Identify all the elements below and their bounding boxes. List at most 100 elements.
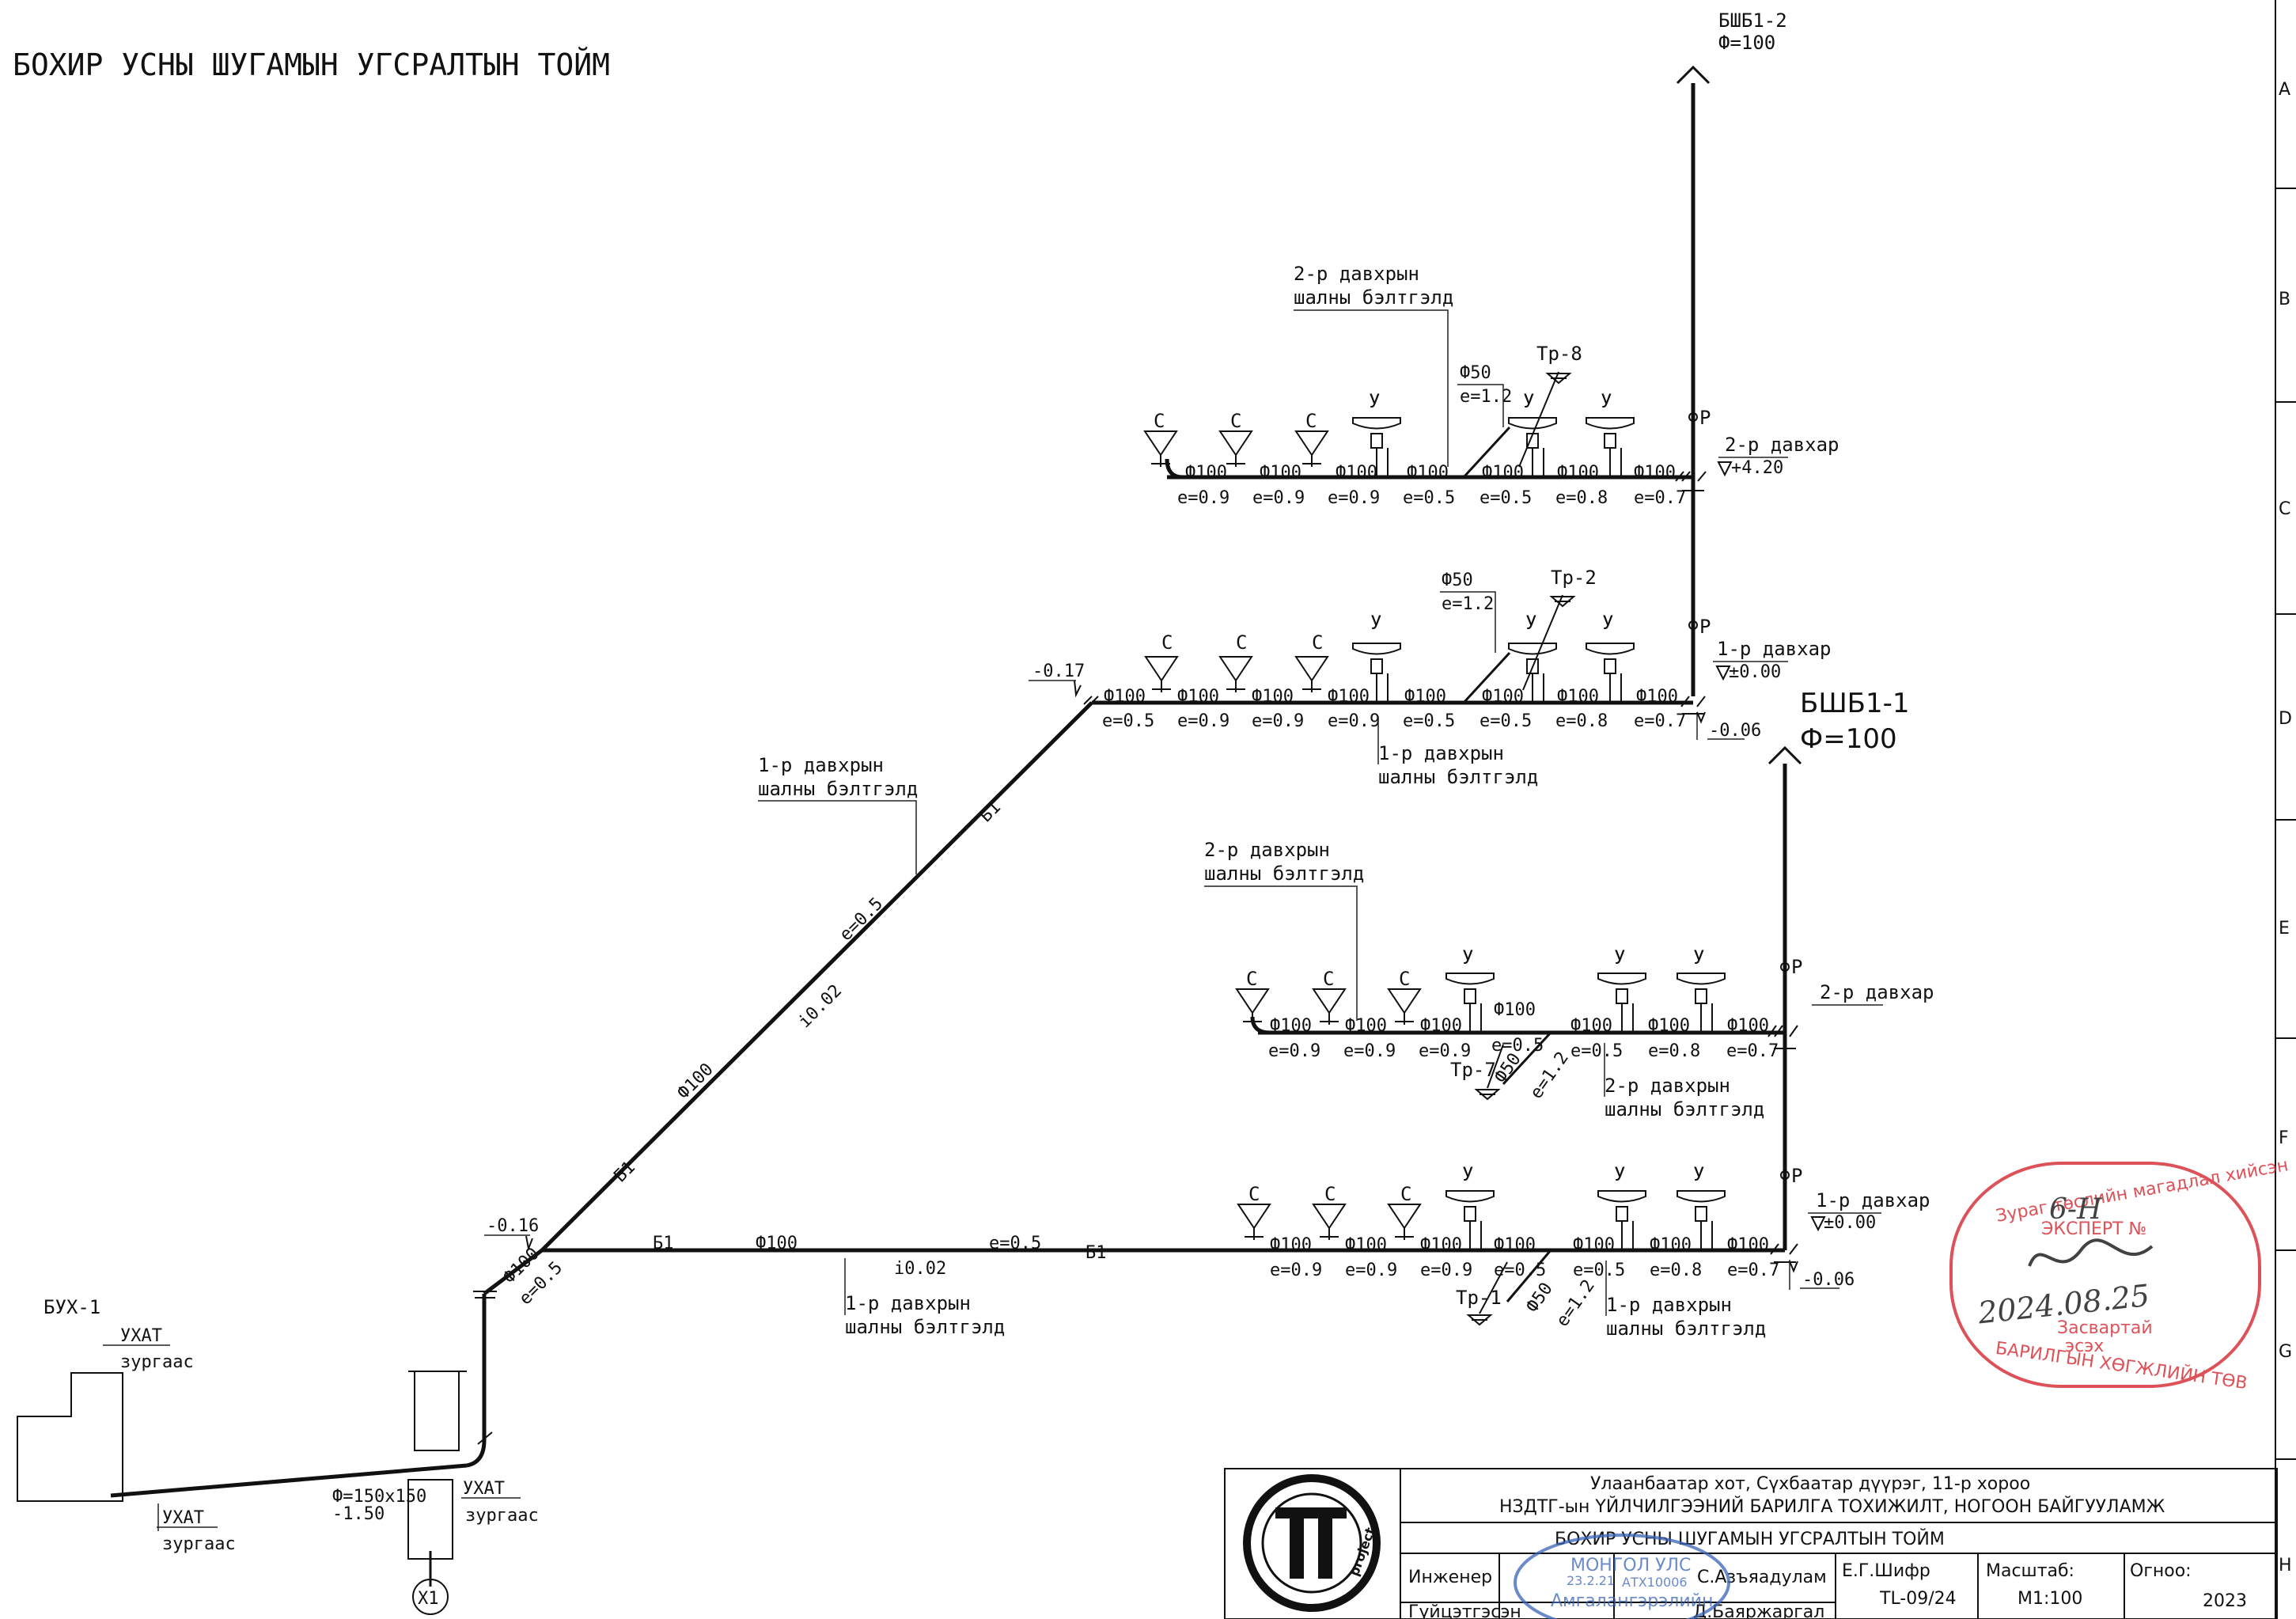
- pipe-dn-label: Ф100: [1420, 1235, 1462, 1255]
- pipe-dn-label: Ф100: [1494, 1000, 1536, 1020]
- pipe-depth-label: е=0.9: [1268, 1041, 1320, 1061]
- company-logo-icon: project: [1243, 1474, 1381, 1612]
- fixture-label-sink: С: [1154, 410, 1165, 432]
- fixture-label-toilet: У: [1602, 612, 1613, 634]
- fixture-label-sink: С: [1236, 631, 1247, 654]
- pipe-dn-label: Ф100: [1260, 463, 1301, 483]
- riser-p-marker: Р: [1699, 407, 1711, 429]
- fixture-label-sink: С: [1312, 631, 1323, 654]
- pipe-depth-label: е=0.8: [1650, 1261, 1702, 1280]
- stamp-handwritten: 6-Н: [2049, 1193, 2102, 1226]
- line-code-label: Б1: [1085, 1243, 1107, 1263]
- cleanout-label: Тр-2: [1551, 567, 1597, 589]
- grid-letter-d: D: [2279, 709, 2292, 729]
- note-floor1-prep: шалны бэлтгэлд: [845, 1316, 1005, 1338]
- pipe-dn-label: Ф100: [1270, 1235, 1312, 1255]
- title-block: Улаанбаатар хот, Сүхбаатар дүүрэг, 11-р …: [1224, 1468, 2278, 1619]
- pipe-dn50-label: Ф50: [1522, 1280, 1556, 1317]
- bux1-label: БУХ-1: [44, 1296, 100, 1318]
- fixture-label-toilet: У: [1523, 390, 1534, 412]
- note-floor1-prep: 1-р давхрын: [845, 1292, 971, 1314]
- fixture-label-sink: С: [1246, 968, 1257, 990]
- elevation-label: -0.16: [487, 1216, 539, 1236]
- reference-uxat-sheet: зургаас: [120, 1352, 194, 1372]
- pipe-dn-label: Ф100: [1345, 1016, 1387, 1036]
- note-floor2-prep: шалны бэлтгэлд: [1204, 863, 1364, 885]
- approval-stamp: Зураг төслийн магадлал хийсэн ЭКСПЕРТ № …: [1949, 1155, 2290, 1393]
- pipe-dn-label: Ф100: [1648, 1016, 1690, 1036]
- fixture-label-toilet: У: [1369, 390, 1380, 412]
- cleanout-label: Тр-7: [1450, 1059, 1496, 1081]
- elevation-label: ±0.00: [1824, 1213, 1876, 1233]
- pipe-depth-label: е=0.9: [1177, 711, 1229, 731]
- fixture-label-toilet: У: [1614, 946, 1625, 969]
- pipe-depth-label: е=1.2: [1460, 387, 1512, 407]
- fixture-label-toilet: У: [1693, 946, 1704, 969]
- fixture-label-toilet: У: [1370, 612, 1381, 634]
- elevation-label: -0.17: [1032, 662, 1085, 681]
- level-label: 2-р давхар: [1820, 981, 1934, 1003]
- pipe-depth-label: е=0.5: [1403, 711, 1455, 731]
- pipe-depth-label: е=0.7: [1634, 488, 1686, 508]
- main-line-diagonal: Б1 е=0.5 i0.02 Ф100 Б1 1-р давхрын шалны…: [540, 701, 1093, 1252]
- stamp-line: Засвартай: [2057, 1318, 2153, 1338]
- branch-upper-floor1: С С С У У У Ф100 Ф100 Ф100 Ф100 Ф100 Ф10…: [1029, 567, 1832, 788]
- title-block-engineer-name: С.Азъяадулам: [1697, 1568, 1827, 1587]
- branch-lower-floor2: С С С У У У Ф100 Ф100 Ф100 Ф100 Ф100 Ф10…: [1204, 839, 1934, 1120]
- title-block-date-label: Огноо:: [2130, 1561, 2192, 1581]
- pipe-depth-label: е=0.5: [1102, 711, 1154, 731]
- note-floor2-prep: шалны бэлтгэлд: [1605, 1098, 1764, 1120]
- pipe-dn-label: Ф100: [1727, 1235, 1769, 1255]
- pipe-depth-label: е=0.5: [1480, 488, 1532, 508]
- reference-uxat: УХАТ: [162, 1508, 204, 1528]
- stamp-line: ЭКСПЕРТ №: [2041, 1219, 2146, 1239]
- note-floor2-prep: 2-р давхрын: [1204, 839, 1330, 861]
- grid-letter-f: F: [2279, 1128, 2289, 1148]
- pipe-dn-label: Ф100: [1634, 463, 1676, 483]
- elevation-label: -0.06: [1802, 1270, 1855, 1290]
- title-block-scale: М1:100: [2018, 1589, 2082, 1609]
- note-floor1-prep: шалны бэлтгэлд: [1378, 766, 1538, 788]
- reference-uxat: УХАТ: [463, 1479, 505, 1499]
- pipe-dn-label: Ф100: [1420, 1016, 1462, 1036]
- pipe-dn-label: Ф100: [1570, 1016, 1612, 1036]
- pipe-depth-label: е=0.9: [1270, 1261, 1322, 1280]
- title-block-sheet-title: БОХИР УСНЫ ШУГАМЫН УГСРАЛТЫН ТОЙМ: [1555, 1529, 1945, 1549]
- fixture-label-sink: С: [1248, 1183, 1260, 1205]
- fixture-label-toilet: У: [1462, 1163, 1473, 1185]
- grid-letter-g: G: [2279, 1342, 2292, 1362]
- fixture-label-sink: С: [1324, 1183, 1336, 1205]
- line-code-label: Б1: [653, 1234, 674, 1253]
- riser-bshb1-2: БШБ1-2 Ф=100 Р Р: [1676, 9, 1787, 715]
- level-label: 2-р давхар: [1725, 434, 1839, 456]
- stamp-line: 23.2.21: [1567, 1573, 1615, 1588]
- note-floor1-prep: 1-р давхрын: [758, 754, 884, 776]
- pipe-depth-label: е=0.5: [1480, 711, 1532, 731]
- riser-bshb1-2-dia: Ф=100: [1718, 32, 1775, 54]
- grid-letter-b: B: [2279, 290, 2290, 309]
- pipe-depth-label: е=0.5: [989, 1234, 1041, 1253]
- pipe-dn-label: Ф100: [1185, 463, 1227, 483]
- fixture-label-toilet: У: [1614, 1163, 1625, 1185]
- elevation-label: +4.20: [1731, 458, 1783, 478]
- title-block-scale-label: Масштаб:: [1986, 1561, 2074, 1581]
- riser-bshb1-2-name: БШБ1-2: [1718, 9, 1787, 32]
- pipe-depth-label: е=0.9: [1328, 488, 1380, 508]
- pipe-depth-label: е=0.7: [1727, 1261, 1779, 1280]
- riser-p-marker: Р: [1699, 616, 1711, 638]
- drawing-title: БОХИР УСНЫ ШУГАМЫН УГСРАЛТЫН ТОЙМ: [13, 47, 610, 82]
- grid-letter-e: E: [2279, 919, 2290, 938]
- pipe-depth-label: е=0.9: [1419, 1041, 1471, 1061]
- title-block-year: 2023: [2203, 1591, 2247, 1611]
- manhole: УХАТ зургаас Ф=150х150 -1.50 Х1: [332, 1371, 539, 1615]
- pipe-dn-label: Ф100: [1727, 1016, 1769, 1036]
- pipe-dn-label: Ф100: [1336, 463, 1377, 483]
- note-floor2-prep: шалны бэлтгэлд: [1294, 286, 1453, 309]
- fixture-label-toilet: У: [1693, 1163, 1704, 1185]
- engineer-stamp: МОНГОЛ УЛС АТХ10006 23.2.21 Амгалангэрэл…: [1514, 1534, 1730, 1619]
- riser-bshb1-1-name: БШБ1-1: [1800, 688, 1910, 719]
- title-block-code: TL-09/24: [1879, 1589, 1957, 1609]
- title-block-code-label: Е.Г.Шифр: [1842, 1561, 1930, 1581]
- pipe-dn-label: Ф100: [756, 1234, 798, 1253]
- reference-uxat-sheet: зургаас: [465, 1506, 539, 1526]
